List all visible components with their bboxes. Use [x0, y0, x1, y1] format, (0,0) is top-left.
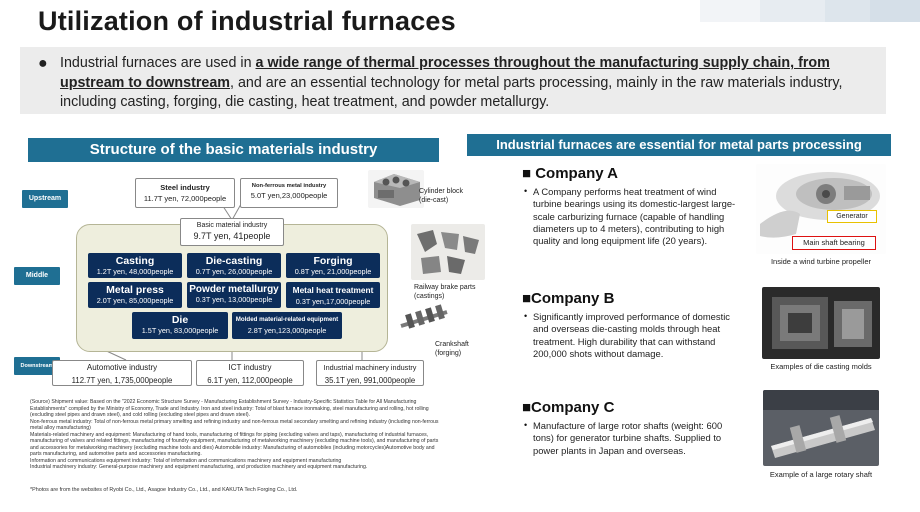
header-decoration — [700, 0, 920, 22]
page-title: Utilization of industrial furnaces — [38, 6, 456, 36]
diecasting-box: Die-casting 0.7T yen, 26,000people — [187, 253, 281, 278]
note-source: (Source) Shipment value: Based on the "2… — [30, 399, 429, 418]
intro-bullet: ● — [38, 55, 48, 72]
intro-box: ● Industrial furnaces are used in a wide… — [20, 47, 886, 114]
machinery-industry-box: Industrial machinery industry 35.1T yen,… — [316, 360, 424, 386]
company-c-bullet: • — [524, 420, 528, 430]
steel-industry-name: Steel industry — [160, 183, 210, 192]
materials-structure-header: Structure of the basic materials industr… — [28, 138, 439, 162]
metal-press-value: 2.0T yen, 85,000people — [96, 296, 174, 305]
molded-equipment-value: 2.8T yen,123,000people — [247, 326, 327, 335]
wind-turbine-photo — [756, 164, 886, 254]
intro-text: Industrial furnaces are used in a wide r… — [60, 54, 878, 113]
powder-metallurgy-value: 0.3T yen, 13,000people — [195, 295, 273, 304]
steel-industry-box: Steel industry 11.7T yen, 72,000people — [135, 178, 235, 208]
powder-metallurgy-box: Powder metallurgy 0.3T yen, 13,000people — [187, 282, 281, 308]
automotive-industry-name: Automotive industry — [86, 363, 158, 372]
intro-part1: Industrial furnaces are used in — [60, 55, 256, 71]
note-materials: Materials-related machinery and equipmen… — [30, 431, 439, 458]
forging-name: Forging — [313, 255, 353, 267]
intro-emphasis: a wide range of thermal processes throug… — [60, 55, 830, 91]
source-notes: (Source) Shipment value: Based on the "2… — [30, 399, 442, 471]
stage-middle: Middle — [14, 267, 60, 285]
company-a-bullet: • — [524, 186, 528, 196]
heat-treatment-box: Metal heat treatment 0.3T yen,17,000peop… — [286, 282, 380, 308]
note-nonferrous: Non-ferrous metal industry: Total of non… — [30, 418, 439, 432]
company-b-title: ■Company B — [522, 290, 615, 307]
railway-brake-photo — [411, 224, 485, 280]
intro-part2: , and are an essential technology for me… — [60, 74, 843, 111]
nonferrous-industry-name: Non-ferrous metal industry — [251, 183, 327, 189]
automotive-industry-box: Automotive industry 112.7T yen, 1,735,00… — [52, 360, 192, 386]
stage-downstream: Downstream — [14, 357, 60, 375]
ict-industry-value: 6.1T yen, 112,000people — [207, 376, 293, 385]
company-b-bullet: • — [524, 311, 528, 321]
diecasting-name: Die-casting — [205, 255, 263, 267]
molded-equipment-name: Molded material-related equipment — [235, 316, 339, 323]
automotive-industry-value: 112.7T yen, 1,735,000people — [71, 376, 173, 385]
cylinder-block-label: Cylinder block (die-cast) — [419, 188, 463, 204]
company-a-caption: Inside a wind turbine propeller — [770, 257, 872, 266]
diecasting-value: 0.7T yen, 26,000people — [195, 267, 273, 276]
stage-upstream: Upstream — [22, 190, 68, 208]
crankshaft-label: Crankshaft (forging) — [435, 341, 469, 357]
company-c-caption: Example of a large rotary shaft — [769, 470, 873, 479]
generator-label: Generator — [827, 210, 877, 223]
die-box: Die 1.5T yen, 83,000people — [132, 312, 228, 339]
company-b-caption: Examples of die casting molds — [770, 362, 872, 371]
heat-treatment-value: 0.3T yen,17,000people — [295, 297, 371, 306]
cylinder-block-photo — [368, 170, 424, 208]
die-name: Die — [171, 314, 189, 326]
crankshaft-photo — [397, 302, 451, 336]
nonferrous-industry-box: Non-ferrous metal industry 5.0T yen,23,0… — [240, 178, 338, 208]
basic-material-name: Basic material industry — [196, 222, 268, 229]
ict-industry-box: ICT industry 6.1T yen, 112,000people — [196, 360, 304, 386]
machinery-industry-name: Industrial machinery industry — [323, 363, 417, 372]
machinery-industry-value: 35.1T yen, 991,000people — [324, 376, 416, 385]
company-b-text: Significantly improved performance of do… — [533, 311, 730, 359]
casting-value: 1.2T yen, 48,000people — [96, 267, 174, 276]
note-ict: Information and communications equipment… — [30, 457, 342, 464]
photo-credit: *Photos are from the websites of Ryobi C… — [30, 487, 298, 493]
forging-value: 0.8T yen, 21,000people — [294, 267, 372, 276]
metal-press-box: Metal press 2.0T yen, 85,000people — [88, 282, 182, 308]
company-c-title: ■Company C — [522, 399, 615, 416]
powder-metallurgy-name: Powder metallurgy — [189, 284, 279, 295]
rotary-shaft-photo — [763, 390, 879, 466]
company-a-text: A Company performs heat treatment of win… — [533, 186, 736, 247]
heat-treatment-name: Metal heat treatment — [292, 285, 374, 295]
metal-press-name: Metal press — [106, 284, 164, 296]
ict-industry-name: ICT industry — [228, 363, 272, 372]
die-casting-molds-photo — [762, 287, 880, 359]
steel-industry-value: 11.7T yen, 72,000people — [143, 194, 227, 203]
molded-equipment-box: Molded material-related equipment 2.8T y… — [232, 312, 342, 339]
note-machinery: Industrial machinery industry: General-p… — [30, 464, 368, 470]
basic-material-value: 9.7T yen, 41people — [193, 231, 271, 241]
company-a-title: ■ Company A — [522, 165, 619, 182]
casting-name: Casting — [115, 255, 155, 267]
basic-material-box: Basic material industry 9.7T yen, 41peop… — [180, 218, 284, 246]
nonferrous-industry-value: 5.0T yen,23,000people — [250, 191, 328, 200]
company-c-text: Manufacture of large rotor shafts (weigh… — [533, 420, 723, 456]
forging-box: Forging 0.8T yen, 21,000people — [286, 253, 380, 278]
casting-box: Casting 1.2T yen, 48,000people — [88, 253, 182, 278]
main-shaft-bearing-label: Main shaft bearing — [792, 236, 876, 250]
die-value: 1.5T yen, 83,000people — [141, 326, 219, 335]
furnaces-essential-header: Industrial furnaces are essential for me… — [467, 134, 891, 156]
railway-brake-label: Railway brake parts (castings) — [414, 284, 476, 300]
